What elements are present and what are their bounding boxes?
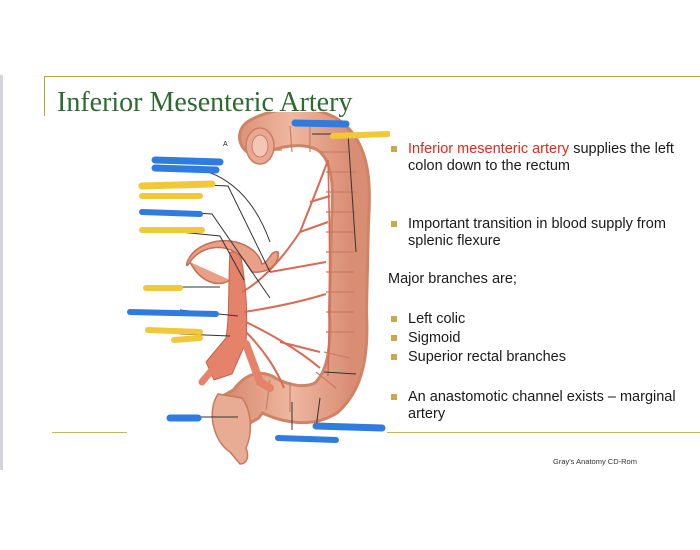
- slide-title: Inferior Mesenteric Artery: [57, 87, 353, 118]
- yellow-label-covers: [138, 131, 390, 343]
- figure-label: A: [223, 141, 228, 148]
- highlighted-term: Inferior mesenteric artery: [408, 141, 570, 157]
- branch-text: Left colic: [408, 311, 466, 327]
- arterial-branches: [241, 159, 331, 389]
- aorta: [198, 251, 274, 392]
- title-rule-vertical: [44, 76, 45, 116]
- slide-left-edge: [0, 75, 3, 470]
- bullet-square-icon: [391, 316, 397, 322]
- anatomy-diagram: A: [127, 112, 390, 465]
- duodenum: [185, 240, 279, 273]
- bullet-text: supplies the left colon down to the rect…: [408, 141, 674, 174]
- bullet-square-icon: [391, 335, 397, 341]
- branch-text: Sigmoid: [408, 330, 461, 346]
- bullet-square-icon: [391, 221, 397, 227]
- bullet-square-icon: [391, 354, 397, 360]
- branches-heading: Major branches are;: [388, 271, 517, 287]
- colon: [211, 112, 371, 465]
- bullet-text: An anastomotic channel exists – marginal…: [408, 389, 676, 422]
- bullet-text: Important transition in blood supply fro…: [408, 216, 666, 249]
- blue-label-covers: [127, 119, 386, 443]
- branch-text: Superior rectal branches: [408, 349, 566, 365]
- bullet-square-icon: [391, 394, 397, 400]
- footer-rule-right: [387, 432, 700, 433]
- bullet-square-icon: [391, 146, 397, 152]
- title-rule-horizontal: [44, 76, 700, 77]
- image-credit: Gray's Anatomy CD-Rom: [553, 457, 637, 466]
- footer-rule-left: [52, 432, 127, 433]
